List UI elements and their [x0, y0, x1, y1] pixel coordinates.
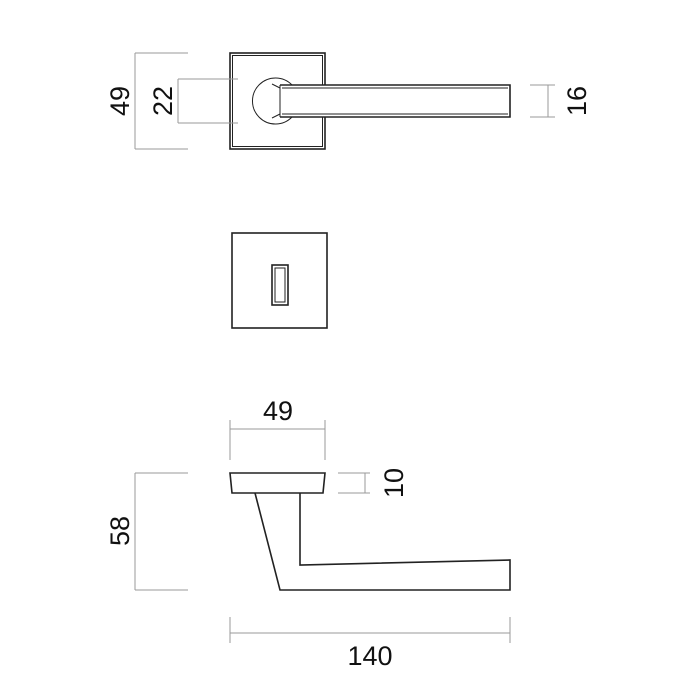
dim-label: 140	[347, 641, 392, 671]
dim-label: 58	[105, 516, 135, 546]
rose-side	[229, 472, 326, 494]
dim-label: 49	[105, 86, 135, 116]
dim-16: 16	[530, 84, 592, 118]
dim-58: 58	[105, 472, 188, 591]
dim-label: 22	[148, 86, 178, 116]
keyhole-slot	[271, 264, 289, 306]
top-view: 49 22 16	[105, 52, 592, 150]
lever-top	[280, 84, 511, 118]
keyhole-rose-view	[231, 232, 328, 329]
dim-label: 16	[562, 86, 592, 116]
spindle-collar	[251, 77, 293, 125]
dim-49-vertical: 49	[105, 52, 188, 150]
lever-side	[254, 492, 511, 591]
dim-label: 10	[379, 468, 409, 498]
dim-140: 140	[229, 617, 511, 671]
dim-49-horizontal: 49	[229, 396, 326, 460]
dim-label: 49	[263, 396, 293, 426]
side-view: 49 10 58 140	[105, 396, 511, 671]
escutcheon	[231, 232, 328, 329]
dim-10: 10	[338, 468, 409, 498]
dim-22: 22	[148, 78, 238, 124]
